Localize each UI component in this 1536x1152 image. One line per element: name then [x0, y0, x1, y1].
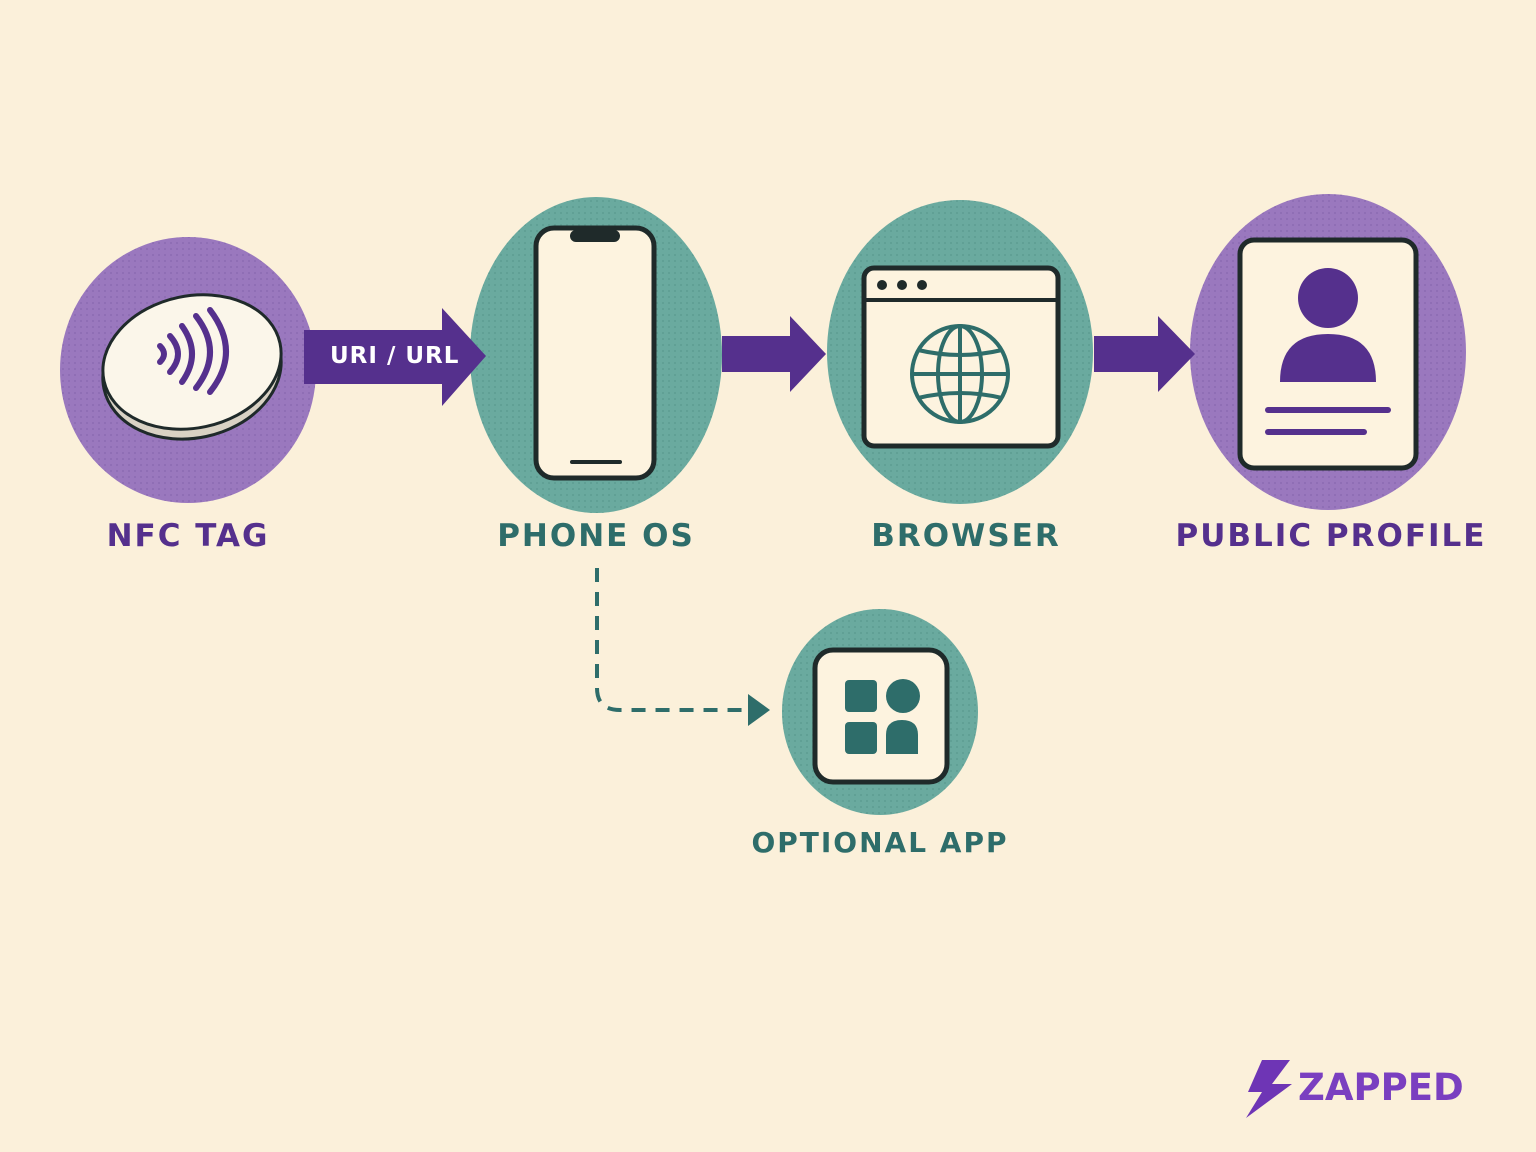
- optional-app-node: [782, 609, 978, 815]
- zapped-logo-text: ZAPPED: [1298, 1066, 1464, 1109]
- phone-icon: [533, 225, 657, 481]
- nfc-tag-icon: [101, 293, 283, 441]
- arrow-phone-to-browser: [722, 316, 826, 392]
- phone-os-label: PHONE OS: [497, 518, 695, 554]
- public-profile-label: PUBLIC PROFILE: [1175, 518, 1487, 554]
- public-profile-node: [1190, 194, 1466, 510]
- app-grid-icon: [812, 647, 950, 785]
- browser-label: BROWSER: [871, 518, 1061, 554]
- phone-os-node: [470, 197, 722, 513]
- browser-window-icon: [861, 265, 1061, 449]
- dashed-arrow-phone-to-app: [595, 568, 770, 726]
- contactless-icon: [157, 307, 229, 395]
- browser-node: [827, 200, 1093, 504]
- nfc-tag-node: [60, 237, 316, 503]
- user-avatar-icon: [1298, 268, 1358, 328]
- arrow-tag-to-phone: [304, 308, 486, 406]
- profile-card-icon: [1237, 237, 1419, 471]
- globe-icon: [910, 324, 1010, 424]
- optional-app-label: OPTIONAL APP: [751, 826, 1009, 859]
- uri-url-edge-label: URI / URL: [330, 343, 460, 369]
- nfc-tag-label: NFC TAG: [106, 518, 270, 554]
- zapped-logo-icon: [1246, 1060, 1292, 1118]
- arrow-browser-to-profile: [1094, 316, 1195, 392]
